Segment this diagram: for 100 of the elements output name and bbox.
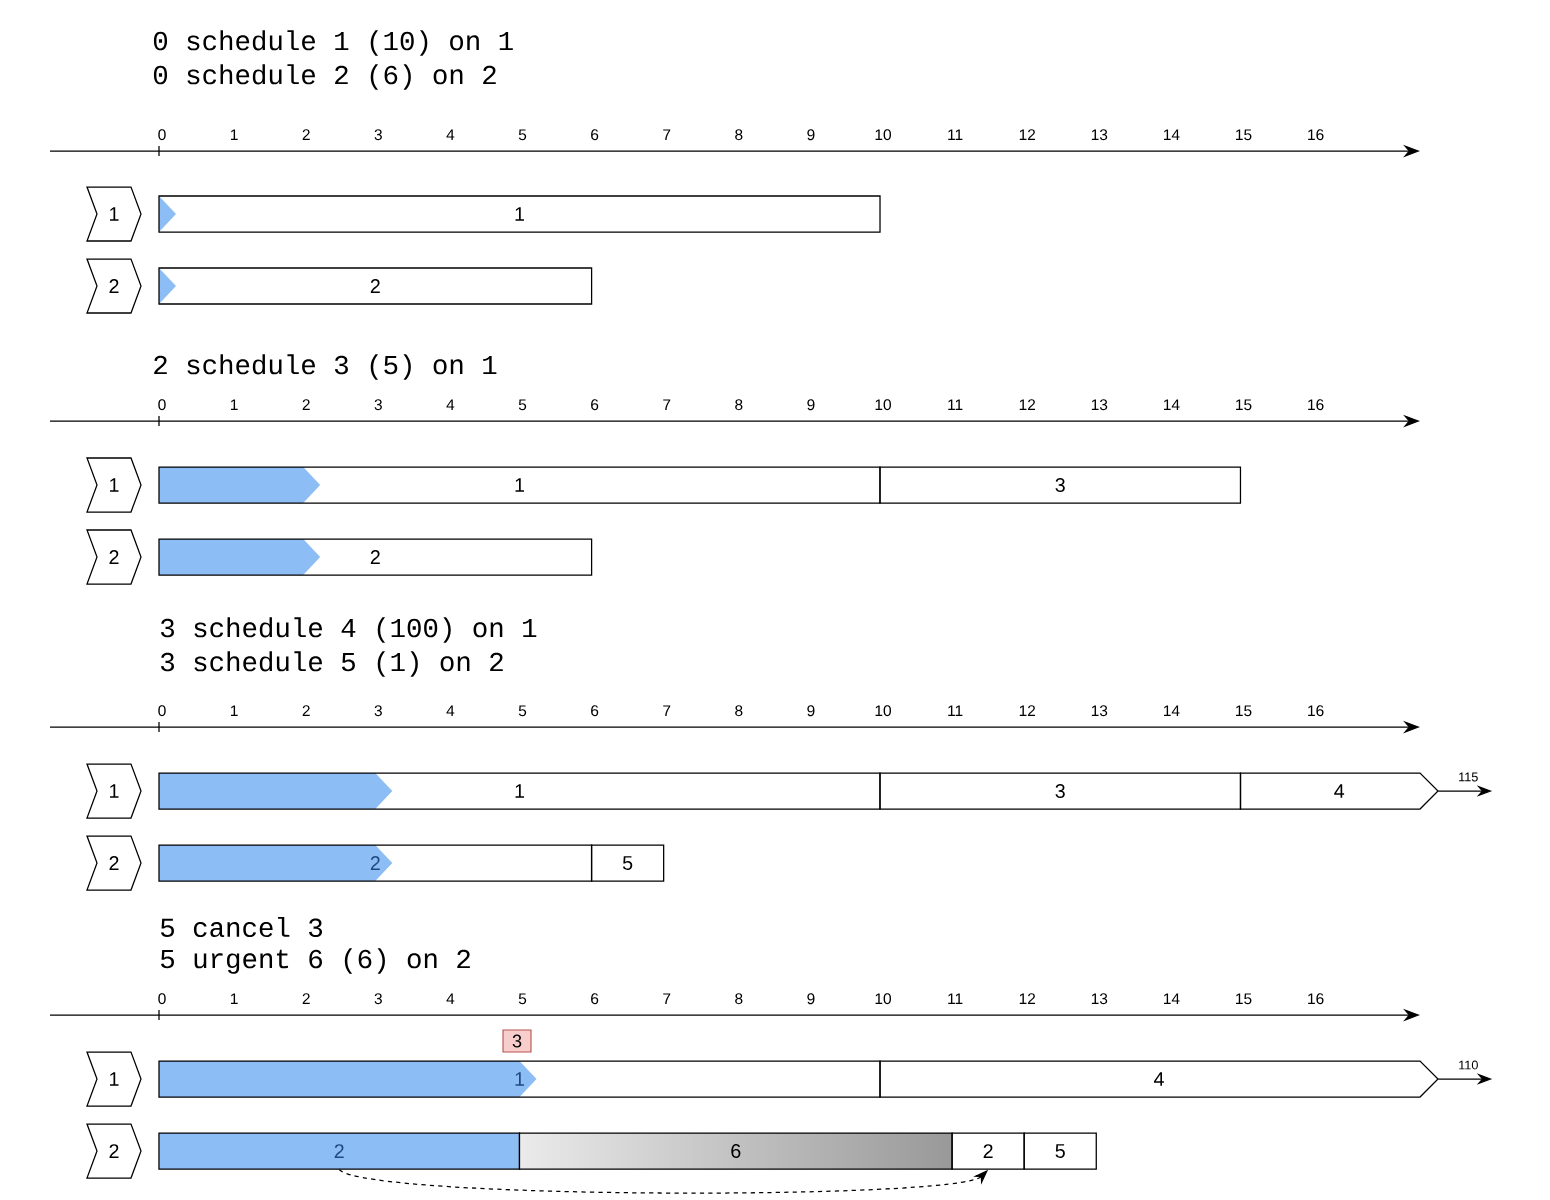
- cancel-tag: 3: [502, 1029, 532, 1053]
- tick-label: 12: [1019, 129, 1036, 140]
- tick-label: 7: [663, 993, 671, 1004]
- machine-tag: 1: [86, 186, 142, 242]
- tick-label: 7: [663, 129, 671, 140]
- tick-label: 12: [1019, 399, 1036, 410]
- tick-label: 16: [1308, 993, 1324, 1005]
- tick-label: 4: [446, 993, 455, 1004]
- tick-label: 3: [374, 993, 382, 1005]
- tick-label: 14: [1164, 993, 1180, 1004]
- edge-label: 115: [1459, 772, 1478, 782]
- tick-label: 2: [302, 399, 310, 410]
- task-box: 6: [518, 1132, 953, 1170]
- task-box: 4: [879, 1060, 1439, 1098]
- tick-label: 14: [1164, 399, 1180, 410]
- machine-tag: 1: [86, 763, 142, 819]
- task-box: 1: [158, 1060, 881, 1098]
- tick-label: 1: [231, 129, 238, 140]
- heading-text: 3 schedule 5 (1) on 2: [161, 651, 503, 677]
- tick-label: 5: [518, 993, 527, 1005]
- machine-tag: 2: [86, 835, 142, 891]
- edge-label: 110: [1459, 1060, 1478, 1070]
- tick-label: 2: [302, 993, 310, 1004]
- tick-label: 11: [948, 129, 963, 140]
- tick-label: 15: [1236, 399, 1252, 411]
- tick-label: 1: [231, 705, 238, 716]
- tick-label: 15: [1236, 993, 1252, 1005]
- tick-label: 13: [1091, 129, 1108, 141]
- tick-label: 11: [948, 993, 963, 1004]
- tick-label: 5: [518, 129, 527, 141]
- task-box: 5: [1023, 1132, 1097, 1170]
- task-box: 3: [879, 772, 1242, 810]
- tick-label: 4: [446, 705, 455, 716]
- heading-text: 2 schedule 3 (5) on 1: [154, 354, 497, 380]
- task-box: 3: [879, 466, 1242, 504]
- task-box: 4: [1239, 772, 1439, 810]
- task-box: 2: [158, 844, 593, 882]
- tick-label: 6: [591, 705, 599, 717]
- machine-tag: 2: [86, 1123, 142, 1179]
- tick-label: 13: [1091, 993, 1108, 1005]
- tick-label: 16: [1308, 705, 1324, 717]
- heading-text: 0 schedule 1 (10) on 1: [153, 30, 513, 56]
- tick-label: 12: [1019, 705, 1036, 716]
- tick-label: 6: [591, 993, 599, 1005]
- machine-tag: 1: [86, 457, 142, 513]
- tick-label: 2: [302, 129, 310, 140]
- tick-label: 9: [807, 993, 815, 1005]
- machine-tag: 2: [86, 258, 142, 314]
- tick-label: 11: [948, 399, 963, 410]
- heading-text: 0 schedule 2 (6) on 2: [153, 64, 496, 90]
- tick-label: 4: [446, 399, 455, 410]
- tick-label: 0: [158, 399, 166, 411]
- tick-label: 10: [875, 705, 891, 717]
- tick-label: 5: [518, 399, 527, 411]
- tick-label: 8: [735, 705, 743, 717]
- tick-label: 5: [518, 705, 527, 717]
- task-box: 5: [590, 844, 665, 882]
- task-box: 1: [158, 466, 881, 504]
- tick-label: 7: [663, 399, 671, 410]
- task-box: 1: [158, 772, 881, 810]
- tick-label: 16: [1308, 399, 1324, 411]
- tick-label: 1: [231, 993, 238, 1004]
- tick-label: 9: [807, 129, 815, 141]
- tick-label: 15: [1236, 705, 1252, 717]
- task-box: 2: [158, 538, 593, 576]
- tick-label: 13: [1091, 399, 1108, 411]
- task-box: 1: [158, 195, 881, 233]
- tick-label: 6: [591, 129, 599, 141]
- heading-text: 5 urgent 6 (6) on 2: [161, 948, 470, 974]
- machine-tag: 1: [86, 1051, 142, 1107]
- tick-label: 0: [158, 993, 166, 1005]
- tick-label: 4: [446, 129, 455, 140]
- task-box: 2: [158, 1132, 521, 1170]
- task-box: 2: [951, 1132, 1025, 1170]
- tick-label: 16: [1308, 129, 1324, 141]
- heading-text: 3 schedule 4 (100) on 1: [161, 617, 537, 643]
- tick-label: 1: [231, 399, 238, 410]
- tick-label: 2: [302, 705, 310, 716]
- tick-label: 9: [807, 399, 815, 411]
- tick-label: 10: [875, 993, 891, 1005]
- tick-label: 12: [1019, 993, 1036, 1004]
- task-box: 2: [158, 267, 593, 305]
- tick-label: 15: [1236, 129, 1252, 141]
- tick-label: 3: [374, 129, 382, 141]
- tick-label: 6: [591, 399, 599, 411]
- tick-label: 8: [735, 129, 743, 141]
- tick-label: 14: [1164, 129, 1180, 140]
- heading-text: 5 cancel 3: [161, 916, 323, 938]
- tick-label: 10: [875, 399, 891, 411]
- tick-label: 3: [374, 705, 382, 717]
- tick-label: 9: [807, 705, 815, 717]
- tick-label: 8: [735, 399, 743, 411]
- tick-label: 0: [158, 705, 166, 717]
- tick-label: 13: [1091, 705, 1108, 717]
- tick-label: 10: [875, 129, 891, 141]
- tick-label: 3: [374, 399, 382, 411]
- tick-label: 11: [948, 705, 963, 716]
- tick-label: 8: [735, 993, 743, 1005]
- machine-tag: 2: [86, 529, 142, 585]
- tick-label: 14: [1164, 705, 1180, 716]
